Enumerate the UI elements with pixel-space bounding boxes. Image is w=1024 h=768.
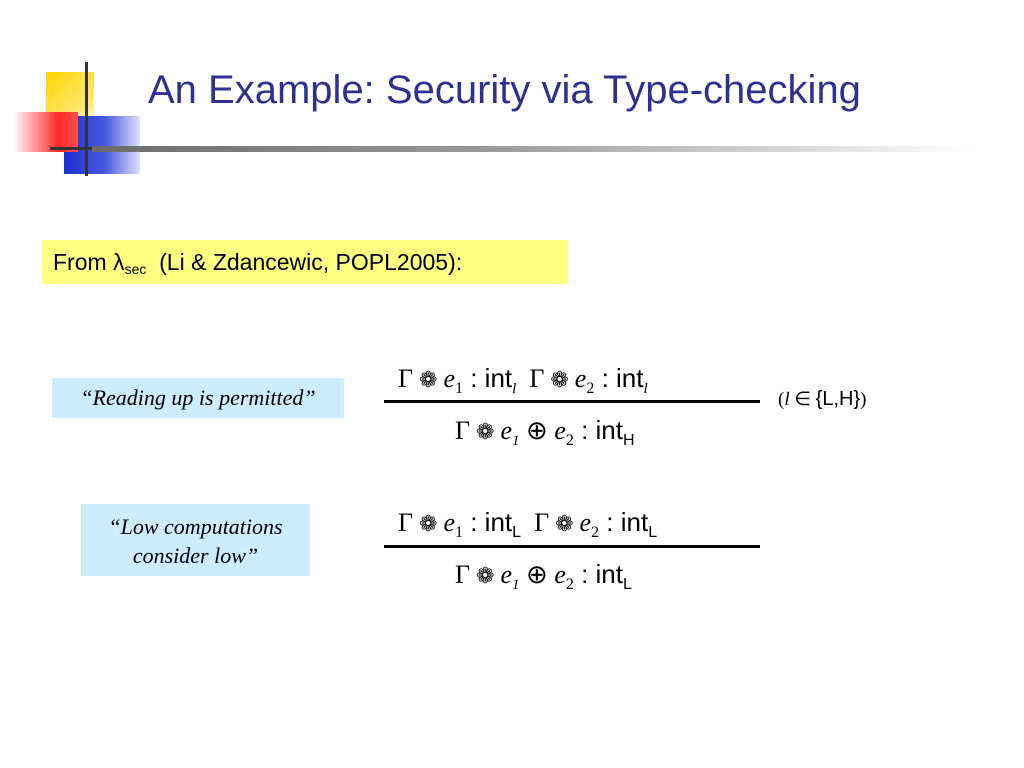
rule2-premise-gamma-2: Γ xyxy=(534,508,550,537)
rule2-c-e1: e xyxy=(500,560,513,589)
rule1-e2: e xyxy=(574,364,587,393)
rule1-c-label: H xyxy=(623,432,635,449)
rule2-conclusion-gamma: Γ xyxy=(455,560,471,589)
rule2-premise: Γ❁e1 : intL Γ❁e2 : intL xyxy=(398,506,657,549)
note-close-paren: ) xyxy=(860,389,867,410)
source-subscript: sec xyxy=(124,261,147,277)
turnstile-icon: ❁ xyxy=(476,419,495,444)
turnstile-icon: ❁ xyxy=(419,511,438,536)
rule1-c-e2-sub: 2 xyxy=(565,432,574,449)
rule2-c-e2: e xyxy=(554,560,566,589)
rule1-conclusion-gamma: Γ xyxy=(455,416,471,445)
source-citation: (Li & Zdancewic, POPL2005): xyxy=(159,249,463,275)
turnstile-icon: ❁ xyxy=(419,367,438,392)
note-set: {L,H} xyxy=(815,388,861,410)
rule1-inference-line xyxy=(384,400,760,403)
rule1-type-1: : int xyxy=(463,363,513,393)
oplus-icon: ⊕ xyxy=(526,416,548,445)
rule2-conclusion: Γ❁e1 ⊕ e2 : intL xyxy=(455,558,632,601)
rule2-premise-gamma-1: Γ xyxy=(398,508,414,537)
turnstile-icon: ❁ xyxy=(476,563,495,588)
rule1-premise-gamma-1: Γ xyxy=(398,364,414,393)
quote-low-computations: “Low computations consider low” xyxy=(81,504,310,576)
quote-reading-up: “Reading up is permitted” xyxy=(52,378,344,418)
rule2-e1-sub: 1 xyxy=(455,524,464,541)
turnstile-icon: ❁ xyxy=(555,511,574,536)
rule2-c-label: L xyxy=(623,576,632,593)
logo-red-block xyxy=(14,112,78,152)
rule1-c-e1-sub: 1 xyxy=(512,433,520,449)
rule1-label-2: l xyxy=(643,381,648,397)
rule1-e1-sub: 1 xyxy=(455,380,464,397)
rule2-c-e2-sub: 2 xyxy=(565,576,574,593)
rule1-c-type: : int xyxy=(573,415,623,445)
rule1-premise: Γ❁e1 : intl Γ❁e2 : intl xyxy=(398,362,648,405)
logo-vertical-line xyxy=(85,62,88,176)
rule1-type-2: : int xyxy=(594,363,644,393)
rule1-c-e2: e xyxy=(554,416,566,445)
rule2-c-e1-sub: 1 xyxy=(512,577,520,593)
rule2-e2: e xyxy=(579,508,592,537)
element-of-icon: ∈ xyxy=(794,389,811,410)
rule2-e2-sub: 2 xyxy=(591,524,600,541)
rule2-c-type: : int xyxy=(573,559,623,589)
quote-low-line2: consider low” xyxy=(132,543,259,568)
note-l: l xyxy=(784,389,790,410)
rule1-label-1: l xyxy=(512,381,517,397)
rule2-label-2: L xyxy=(648,524,658,541)
rule1-c-e1: e xyxy=(500,416,513,445)
rule1-e2-sub: 2 xyxy=(586,380,595,397)
rule1-premise-gamma-2: Γ xyxy=(529,364,545,393)
source-prefix: From λ xyxy=(53,249,125,275)
rule2-e1: e xyxy=(443,508,456,537)
quote-reading-up-text: “Reading up is permitted” xyxy=(80,385,316,410)
rule1-e1: e xyxy=(443,364,456,393)
slide-title: An Example: Security via Type-checking xyxy=(148,68,861,112)
source-box: From λsec (Li & Zdancewic, POPL2005): xyxy=(42,240,568,284)
label-range-note: (l ∈ {L,H}) xyxy=(778,388,866,411)
oplus-icon: ⊕ xyxy=(526,560,548,589)
note-open-paren: ( xyxy=(778,389,785,410)
rule2-label-1: L xyxy=(512,524,522,541)
rule2-type-2: : int xyxy=(599,507,649,537)
rule2-type-1: : int xyxy=(463,507,513,537)
turnstile-icon: ❁ xyxy=(550,367,569,392)
rule2-inference-line xyxy=(384,545,760,548)
rule1-conclusion: Γ❁e1 ⊕ e2 : intH xyxy=(455,414,635,457)
title-underline xyxy=(92,146,972,152)
quote-low-line1: “Low computations xyxy=(108,514,283,539)
